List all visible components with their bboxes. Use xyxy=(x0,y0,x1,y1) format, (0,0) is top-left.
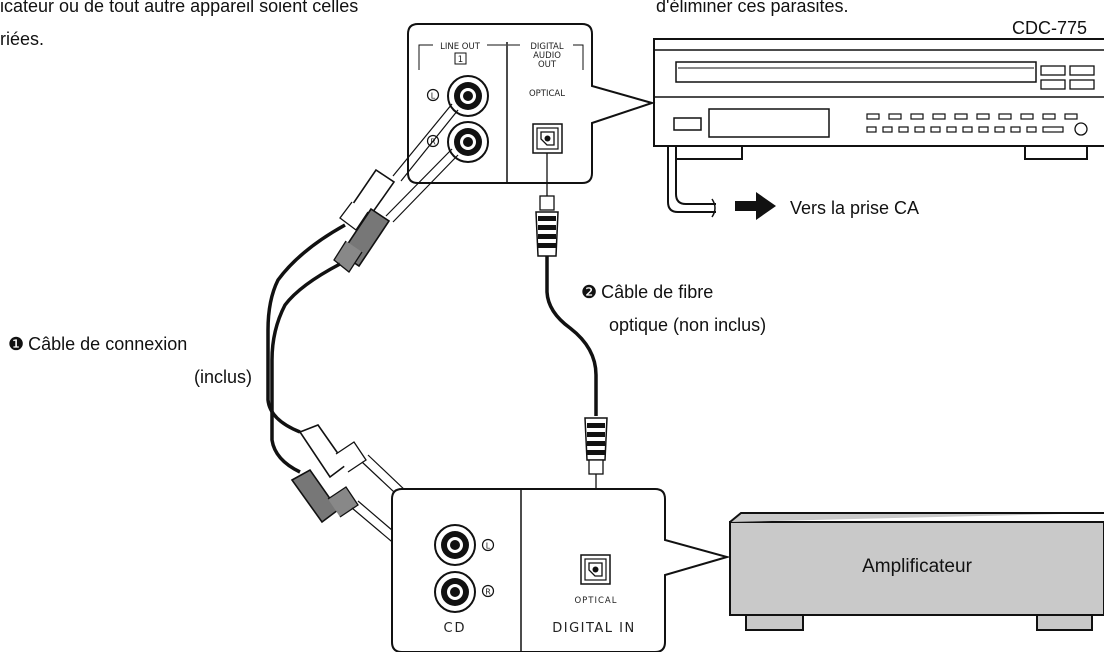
amplifier-label: Amplificateur xyxy=(862,556,972,577)
amp-digital-in-label: DIGITAL IN xyxy=(552,621,636,636)
device-model-label: CDC-775 xyxy=(1012,18,1087,38)
header-text-left-1: icateur ou de tout autre appareil soient… xyxy=(0,0,358,16)
amp-optical-label: OPTICAL xyxy=(574,596,617,606)
player-r-mark: R xyxy=(430,138,436,147)
power-cord xyxy=(667,145,716,213)
amp-l-mark: L xyxy=(486,542,491,551)
digital-out-label-1: DIGITAL xyxy=(530,42,563,52)
cable-1-number: ❶ xyxy=(8,334,24,354)
digital-out-label-2: AUDIO xyxy=(533,51,561,61)
line-out-label: LINE OUT xyxy=(440,42,481,52)
optical-fiber-cable xyxy=(535,153,608,553)
header-text-left-2: riées. xyxy=(0,29,44,49)
cable-2-number: ❷ xyxy=(581,282,597,302)
cd-player-unit xyxy=(653,38,1104,160)
amp-cd-label: CD xyxy=(443,621,466,636)
power-outlet-label: Vers la prise CA xyxy=(790,198,919,218)
amp-optical-in-port xyxy=(580,554,611,585)
amp-rear-panel: L R CD OPTICAL DIGITAL IN xyxy=(391,488,731,652)
digital-out-label-3: OUT xyxy=(538,60,557,70)
cable-2-label-line2: optique (non inclus) xyxy=(609,315,766,335)
optical-out-label: OPTICAL xyxy=(529,89,565,99)
amp-r-mark: R xyxy=(485,588,491,597)
amplifier-unit: Amplificateur xyxy=(729,512,1104,631)
cable-1-label-line2: (inclus) xyxy=(194,367,252,387)
cable-2-label-text: Câble de fibre xyxy=(601,282,713,302)
player-l-mark: L xyxy=(431,92,436,101)
arrow-right-icon xyxy=(735,192,776,220)
player-optical-out-port xyxy=(532,123,563,154)
cable-1-label-text: Câble de connexion xyxy=(28,334,187,354)
line-out-number: 1 xyxy=(458,55,463,65)
header-text-right: d'éliminer ces parasites. xyxy=(656,0,849,16)
player-rear-panel: LINE OUT 1 DIGITAL AUDIO OUT OPTICAL L R xyxy=(407,23,656,184)
